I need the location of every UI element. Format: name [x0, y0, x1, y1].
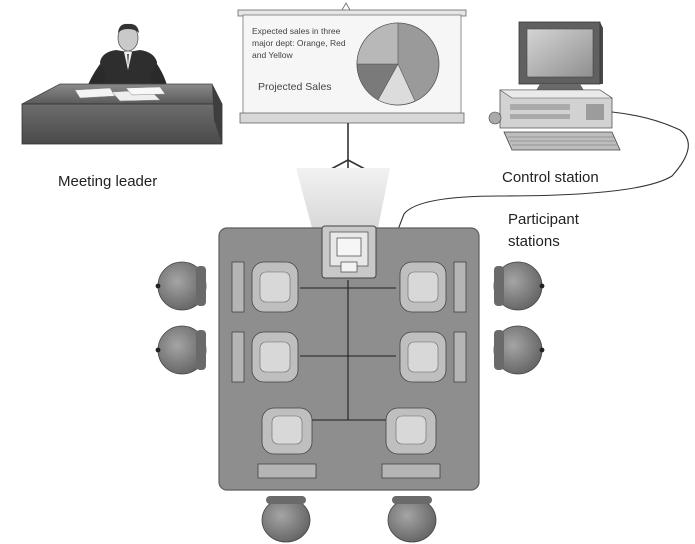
projector-beam — [296, 168, 390, 228]
projector-icon — [321, 225, 377, 279]
participant-stations-label-1: Participant — [508, 211, 580, 228]
desk-icon — [21, 83, 223, 145]
projection-screen-group: Expected sales in three major dept: Oran… — [237, 2, 467, 177]
workstation-icon — [381, 407, 441, 479]
participant-stations-label-2: stations — [508, 233, 560, 250]
screen-caption: Projected Sales — [258, 81, 332, 93]
chair-icon — [155, 325, 207, 375]
workstation-icon — [257, 407, 317, 479]
workstation-icon — [231, 331, 299, 383]
workstation-icon — [399, 261, 467, 313]
computer-icon — [488, 21, 621, 151]
screen-text-line-3: and Yellow — [252, 50, 294, 60]
chair-icon — [493, 325, 545, 375]
control-station-group: Control station — [488, 21, 621, 186]
meeting-leader-group: Meeting leader — [21, 23, 223, 190]
chair-icon — [261, 496, 311, 543]
chair-icon — [387, 496, 437, 543]
person-icon — [86, 23, 168, 92]
screen-text-line-1: Expected sales in three — [252, 26, 341, 36]
screen-text-line-2: major dept: Orange, Red — [252, 38, 346, 48]
chair-icon — [493, 261, 545, 311]
workstation-icon — [399, 331, 467, 383]
meeting-leader-label: Meeting leader — [58, 173, 157, 190]
control-station-label: Control station — [502, 169, 599, 186]
chair-icon — [155, 261, 207, 311]
workstation-icon — [231, 261, 299, 313]
pie-chart-icon — [356, 22, 440, 106]
